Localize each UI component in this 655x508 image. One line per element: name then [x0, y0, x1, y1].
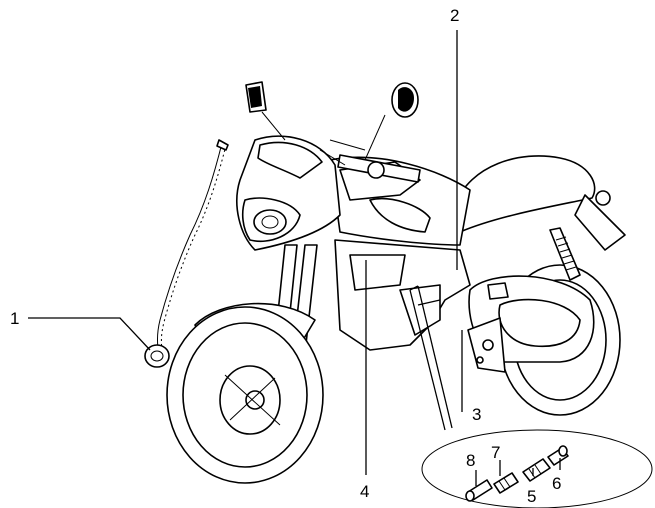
part-1-cable	[144, 139, 229, 368]
callout-4: 4	[360, 482, 369, 501]
callout-3: 3	[472, 405, 481, 424]
callout-8: 8	[466, 451, 475, 470]
motorcycle-drawing	[166, 81, 626, 484]
callout-1: 1	[10, 309, 19, 328]
callout-labels: 1 2 3 4 5 6 7 8	[10, 6, 561, 506]
callout-5: 5	[527, 487, 536, 506]
callout-6: 6	[552, 474, 561, 493]
small-parts-group	[421, 429, 653, 508]
leader-lines	[28, 30, 561, 486]
callout-7: 7	[491, 443, 500, 462]
callout-2: 2	[450, 6, 459, 25]
